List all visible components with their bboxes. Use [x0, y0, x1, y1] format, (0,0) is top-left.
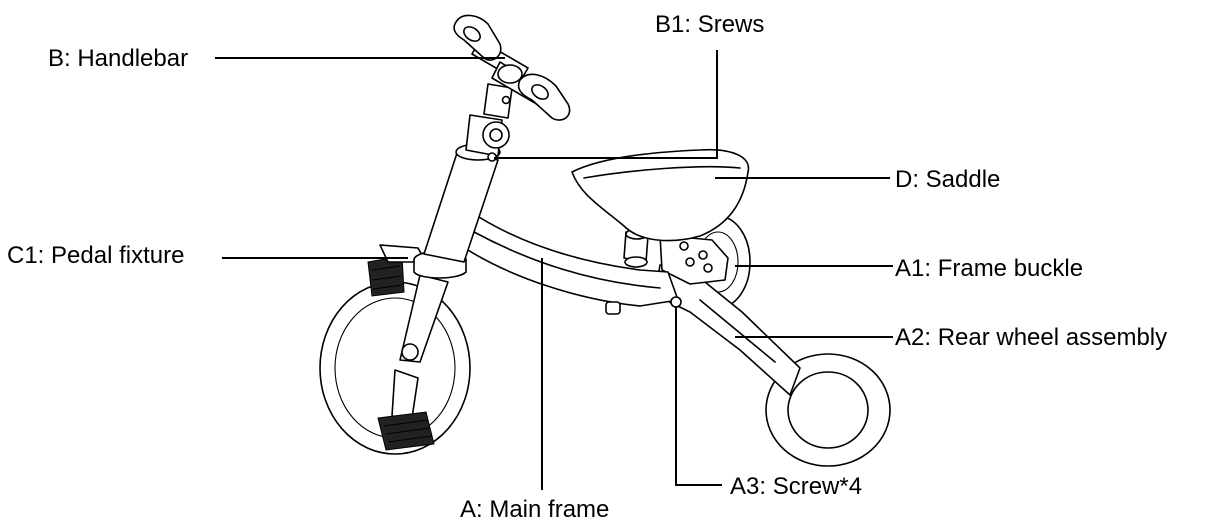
label-d-saddle: D: Saddle	[895, 166, 1000, 193]
label-a1-frame-buckle: A1: Frame buckle	[895, 255, 1083, 282]
label-a2-rear-wheel-assembly: A2: Rear wheel assembly	[895, 324, 1167, 351]
label-a-main-frame: A: Main frame	[460, 496, 609, 523]
handlebar-stem	[465, 83, 513, 162]
label-c1-pedal-fixture: C1: Pedal fixture	[7, 242, 184, 269]
front-fork	[399, 274, 449, 363]
label-a3-screw: A3: Screw*4	[730, 473, 862, 500]
tricycle-illustration	[319, 14, 891, 467]
leader-a3	[675, 307, 722, 486]
frame-peg	[605, 301, 621, 315]
label-b1-screws: B1: Srews	[655, 11, 764, 38]
label-b-handlebar: B: Handlebar	[48, 45, 188, 72]
leader-b1	[494, 50, 718, 159]
rear-lower-wheel	[765, 353, 891, 467]
part-labels: B1: Srews B: Handlebar D: Saddle C1: Ped…	[7, 11, 1167, 523]
lower-pedal	[377, 411, 435, 451]
frame-screw	[670, 296, 682, 308]
leader-lines	[215, 50, 893, 490]
frame-buckle	[659, 234, 729, 285]
handlebar	[453, 14, 571, 121]
